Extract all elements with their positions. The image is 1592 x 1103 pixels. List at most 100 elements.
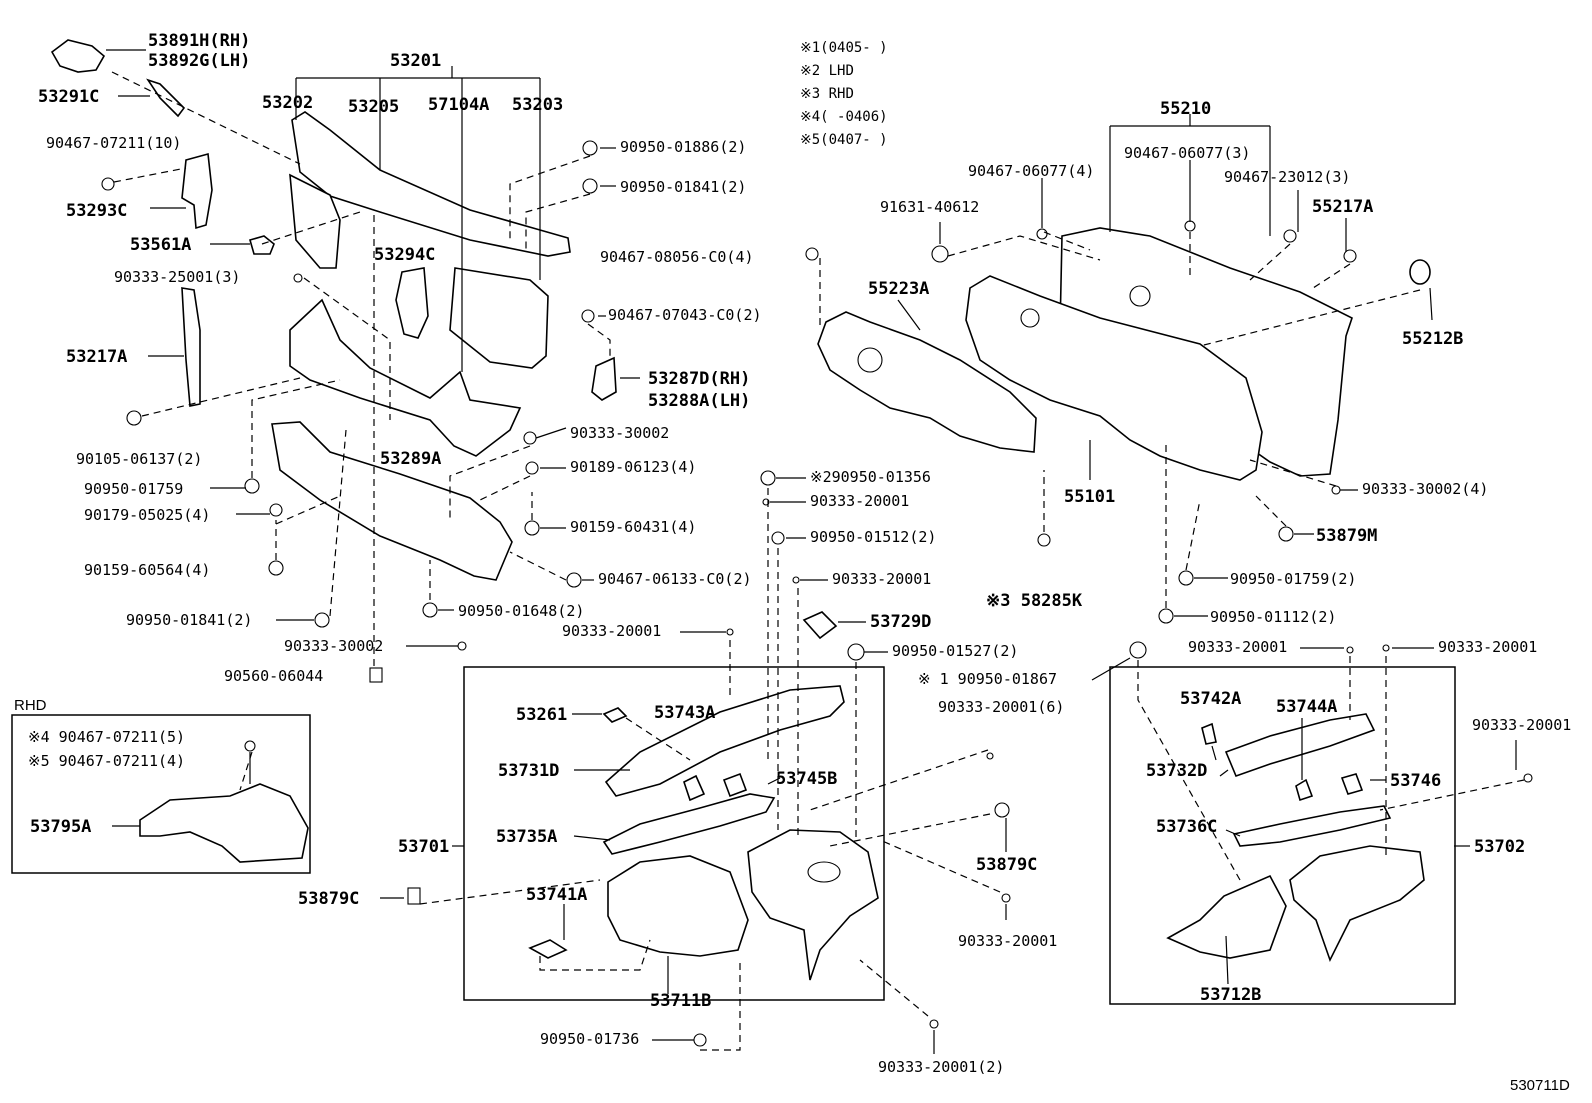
label-90179-05025: 90179-05025(4) xyxy=(84,506,210,524)
clip-icon xyxy=(792,576,800,584)
clip-icon xyxy=(293,273,303,283)
label-53743a: 53743A xyxy=(654,703,715,723)
undercover-53289a xyxy=(271,421,513,581)
label-90159-60431: 90159-60431(4) xyxy=(570,518,696,536)
label-53701: 53701 xyxy=(398,837,449,857)
label-90467-06133: 90467-06133-C0(2) xyxy=(598,570,752,588)
clip-icon xyxy=(1283,229,1297,243)
rhd-box xyxy=(11,714,311,874)
apron-member-53735a xyxy=(602,793,776,855)
apron-rear-53702 xyxy=(1289,845,1425,963)
bracket-53744a xyxy=(1295,778,1314,802)
label-90467-08056: 90467-08056-C0(4) xyxy=(600,248,754,266)
clip-icon xyxy=(1184,220,1196,232)
nut-icon xyxy=(582,140,598,156)
apron-member-53732d xyxy=(1224,713,1376,778)
label-90950-01512: 90950-01512(2) xyxy=(810,528,936,546)
label-90950-01867: ※ 1 90950-01867 xyxy=(918,670,1057,688)
clip-53261 xyxy=(602,707,628,723)
label-55212b: 55212B xyxy=(1402,329,1463,349)
clip-icon xyxy=(581,309,595,323)
cover-53795a xyxy=(139,783,309,863)
bolt-icon xyxy=(931,245,949,263)
label-90333-20001-6: 90333-20001(6) xyxy=(938,698,1064,716)
notes-legend: ※1(0405- ) ※2 LHD ※3 RHD ※4( -0406) ※5(0… xyxy=(800,40,888,148)
label-53294c: 53294C xyxy=(374,245,435,265)
label-53746: 53746 xyxy=(1390,771,1441,791)
clip-icon xyxy=(457,641,467,651)
label-90189-06123: 90189-06123(4) xyxy=(570,458,696,476)
bracket-53287d xyxy=(591,356,617,401)
rhd-box-title: RHD xyxy=(14,697,47,714)
note-1: ※1(0405- ) xyxy=(800,40,888,56)
label-58285k: ※3 58285K xyxy=(986,591,1083,611)
label-90333-20001-e: 90333-20001 xyxy=(1438,638,1537,656)
label-90333-30002-a: 90333-30002 xyxy=(570,424,669,442)
note-3: ※3 RHD xyxy=(800,86,854,102)
label-90159-60564: 90159-60564(4) xyxy=(84,561,210,579)
label-90950-01527: 90950-01527(2) xyxy=(892,642,1018,660)
clip-icon xyxy=(1346,646,1354,654)
label-53742a: 53742A xyxy=(1180,689,1241,709)
mount-53729d xyxy=(802,611,838,640)
label-53291c: 53291C xyxy=(38,87,99,107)
bracket-53743a xyxy=(683,774,706,802)
label-53287d: 53287D(RH) xyxy=(648,369,750,389)
label-91631-40612: 91631-40612 xyxy=(880,198,979,216)
clip-icon xyxy=(1001,893,1011,903)
insulator-55101 xyxy=(965,275,1263,481)
label-90333-20001-2: 90333-20001(2) xyxy=(878,1058,1004,1076)
bracket-53746 xyxy=(1340,773,1364,795)
label-90950-01759-b: 90950-01759(2) xyxy=(1230,570,1356,588)
bracket-53294c xyxy=(395,267,429,339)
label-53735a: 53735A xyxy=(496,827,557,847)
label-53203: 53203 xyxy=(512,95,563,115)
note-5: ※5(0407- ) xyxy=(800,132,888,148)
nut-icon xyxy=(771,531,785,545)
label-53736c: 53736C xyxy=(1156,817,1217,837)
label-90950-01112: 90950-01112(2) xyxy=(1210,608,1336,626)
label-55217a: 55217A xyxy=(1312,197,1373,217)
label-53795a: 53795A xyxy=(30,817,91,837)
diagram-code: 530711D xyxy=(1510,1077,1570,1094)
radiator-support-upper xyxy=(291,111,571,257)
bolt-icon xyxy=(101,177,115,191)
label-90950-01841-b: 90950-01841(2) xyxy=(126,611,252,629)
label-53891h: 53891H(RH) xyxy=(148,31,250,51)
label-90467-07211: 90467-07211(10) xyxy=(46,134,181,152)
label-90950-01736: 90950-01736 xyxy=(540,1030,639,1048)
clip-icon xyxy=(986,752,994,760)
dash-hole xyxy=(1129,285,1151,307)
apron-member-53736c xyxy=(1232,805,1392,847)
insulator-55223a xyxy=(817,311,1037,453)
label-53712b: 53712B xyxy=(1200,985,1261,1005)
label-90333-20001-d: 90333-20001 xyxy=(1188,638,1287,656)
rhd-item-4: ※4 90467-07211(5) xyxy=(28,728,185,746)
label-90333-20001-f: 90333-20001 xyxy=(1472,716,1571,734)
nut-icon xyxy=(1343,249,1357,263)
bracket-53891h xyxy=(50,39,106,73)
label-90467-06077-4: 90467-06077(4) xyxy=(968,162,1094,180)
label-57104a: 57104A xyxy=(428,95,489,115)
bolt-icon xyxy=(126,410,142,426)
label-53745b: 53745B xyxy=(776,769,837,789)
bolt-icon xyxy=(268,560,284,576)
clip-icon xyxy=(1278,526,1294,542)
label-53711b: 53711B xyxy=(650,991,711,1011)
label-90333-30002-b: 90333-30002 xyxy=(284,637,383,655)
nut-icon xyxy=(1129,641,1147,659)
label-53205: 53205 xyxy=(348,97,399,117)
apron-53712b xyxy=(1166,874,1287,959)
label-90950-01841-a: 90950-01841(2) xyxy=(620,178,746,196)
label-53731d: 53731D xyxy=(498,761,559,781)
clip-icon xyxy=(693,1033,707,1047)
grommet-icon xyxy=(1037,533,1051,547)
clip-icon xyxy=(1523,773,1533,783)
label-53289a: 53289A xyxy=(380,449,441,469)
label-90467-23012: 90467-23012(3) xyxy=(1224,168,1350,186)
bolt-icon xyxy=(524,520,540,536)
grommet-55212b xyxy=(1409,259,1431,285)
clip-icon xyxy=(1331,485,1341,495)
